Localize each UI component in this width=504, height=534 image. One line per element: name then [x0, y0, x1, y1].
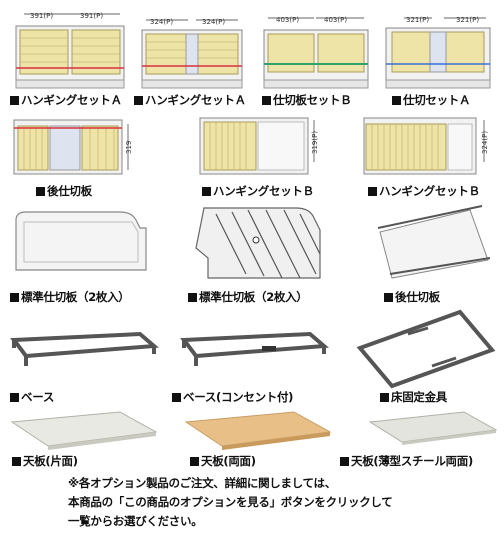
order-note: ※各オプション製品のご注文、詳細に関しましては、 本商品の「この商品のオプション… — [68, 474, 488, 531]
item-label: 後仕切板 — [384, 290, 440, 304]
top-board-double: 天板(両面) — [184, 408, 334, 472]
order-note-line-1: ※各オプション製品のご注文、詳細に関しましては、 — [68, 476, 336, 490]
back-partition-board-unit-illustration: 319 — [13, 119, 133, 175]
item-label: 仕切セットＡ — [392, 93, 471, 107]
item-label: 仕切板セットＢ — [262, 93, 352, 107]
order-note-line-3: 一覧からお選びください。 — [68, 514, 203, 528]
base-with-outlet-illustration — [180, 331, 329, 366]
item-label: ベース(コンセント付) — [172, 390, 293, 404]
back-partition-board-illustration — [377, 205, 491, 279]
back-partition-board: 後仕切板 — [370, 204, 498, 308]
hanging-set-b-1-illustration: 319(P) — [199, 117, 319, 175]
hanging-set-a-2: 324(P) 324(P) ハンギングセットＡ — [134, 8, 248, 108]
top-board-single-illustration — [10, 411, 158, 450]
standard-partition-board-2-illustration — [195, 207, 321, 279]
hanging-set-b-2: 324(P) ハンギングセットＢ — [360, 114, 498, 202]
hanging-set-b-2-illustration: 324(P) — [363, 117, 489, 175]
item-label: 天板(両面) — [190, 454, 256, 468]
standard-partition-board-1-illustration — [15, 211, 147, 271]
back-partition-board-unit: 319 後仕切板 — [10, 114, 140, 202]
base: ベース — [10, 316, 160, 406]
standard-partition-board-1: 標準仕切板（2枚入） — [10, 204, 160, 308]
dimension-label: 391(P) — [30, 12, 53, 20]
top-board-thin-steel: 天板(薄型スチール両面) — [340, 408, 500, 472]
hanging-set-a-2-illustration: 324(P) 324(P) — [141, 18, 243, 89]
dimension-label: 391(P) — [80, 12, 103, 20]
top-board-double-illustration — [184, 411, 332, 450]
standard-partition-board-2: 標準仕切板（2枚入） — [186, 204, 336, 308]
item-label: ハンギングセットＢ — [368, 184, 480, 198]
dimension-label: 319 — [125, 141, 133, 154]
hanging-set-a-1: 391(P) 391(P) ハンギングセットＡ — [10, 8, 130, 108]
partition-set-b-illustration: 403(P) 403(P) — [263, 16, 369, 89]
base-illustration — [10, 331, 159, 366]
item-label: 天板(薄型スチール両面) — [340, 454, 473, 468]
item-label: 床固定金具 — [380, 390, 447, 404]
partition-set-b: 403(P) 403(P) 仕切板セットＢ — [260, 8, 372, 108]
floor-fixing-bracket-illustration — [356, 309, 496, 389]
dimension-label: 324(P) — [202, 18, 225, 26]
hanging-set-b-1: 319(P) ハンギングセットＢ — [196, 114, 326, 202]
item-label: 後仕切板 — [36, 184, 92, 198]
top-board-thin-steel-illustration — [368, 411, 498, 445]
item-label: 標準仕切板（2枚入） — [188, 290, 308, 304]
dimension-label: 324(P) — [150, 18, 173, 26]
floor-fixing-bracket: 床固定金具 — [352, 306, 498, 406]
item-label: 標準仕切板（2枚入） — [10, 290, 130, 304]
hanging-set-a-1-illustration: 391(P) 391(P) — [15, 12, 125, 89]
item-label: 天板(片面) — [12, 454, 78, 468]
order-note-line-2: 本商品の「この商品のオプションを見る」ボタンをクリックして — [68, 495, 393, 509]
dimension-label: 321(P) — [406, 16, 429, 24]
item-label: ハンギングセットＡ — [10, 93, 122, 107]
dimension-label: 321(P) — [456, 16, 479, 24]
partition-set-a: 321(P) 321(P) 仕切セットＡ — [382, 8, 494, 108]
item-label: ハンギングセットＡ — [134, 93, 246, 107]
partition-set-a-illustration: 321(P) 321(P) — [385, 16, 491, 89]
dimension-label: 324(P) — [481, 131, 489, 154]
top-board-single: 天板(片面) — [10, 408, 160, 472]
base-with-outlet: ベース(コンセント付) — [170, 316, 330, 406]
outlet-icon — [262, 346, 276, 351]
dimension-label: 403(P) — [324, 16, 347, 24]
item-label: ハンギングセットＢ — [202, 184, 314, 198]
dimension-label: 403(P) — [276, 16, 299, 24]
item-label: ベース — [10, 390, 54, 404]
dimension-label: 319(P) — [311, 131, 319, 154]
